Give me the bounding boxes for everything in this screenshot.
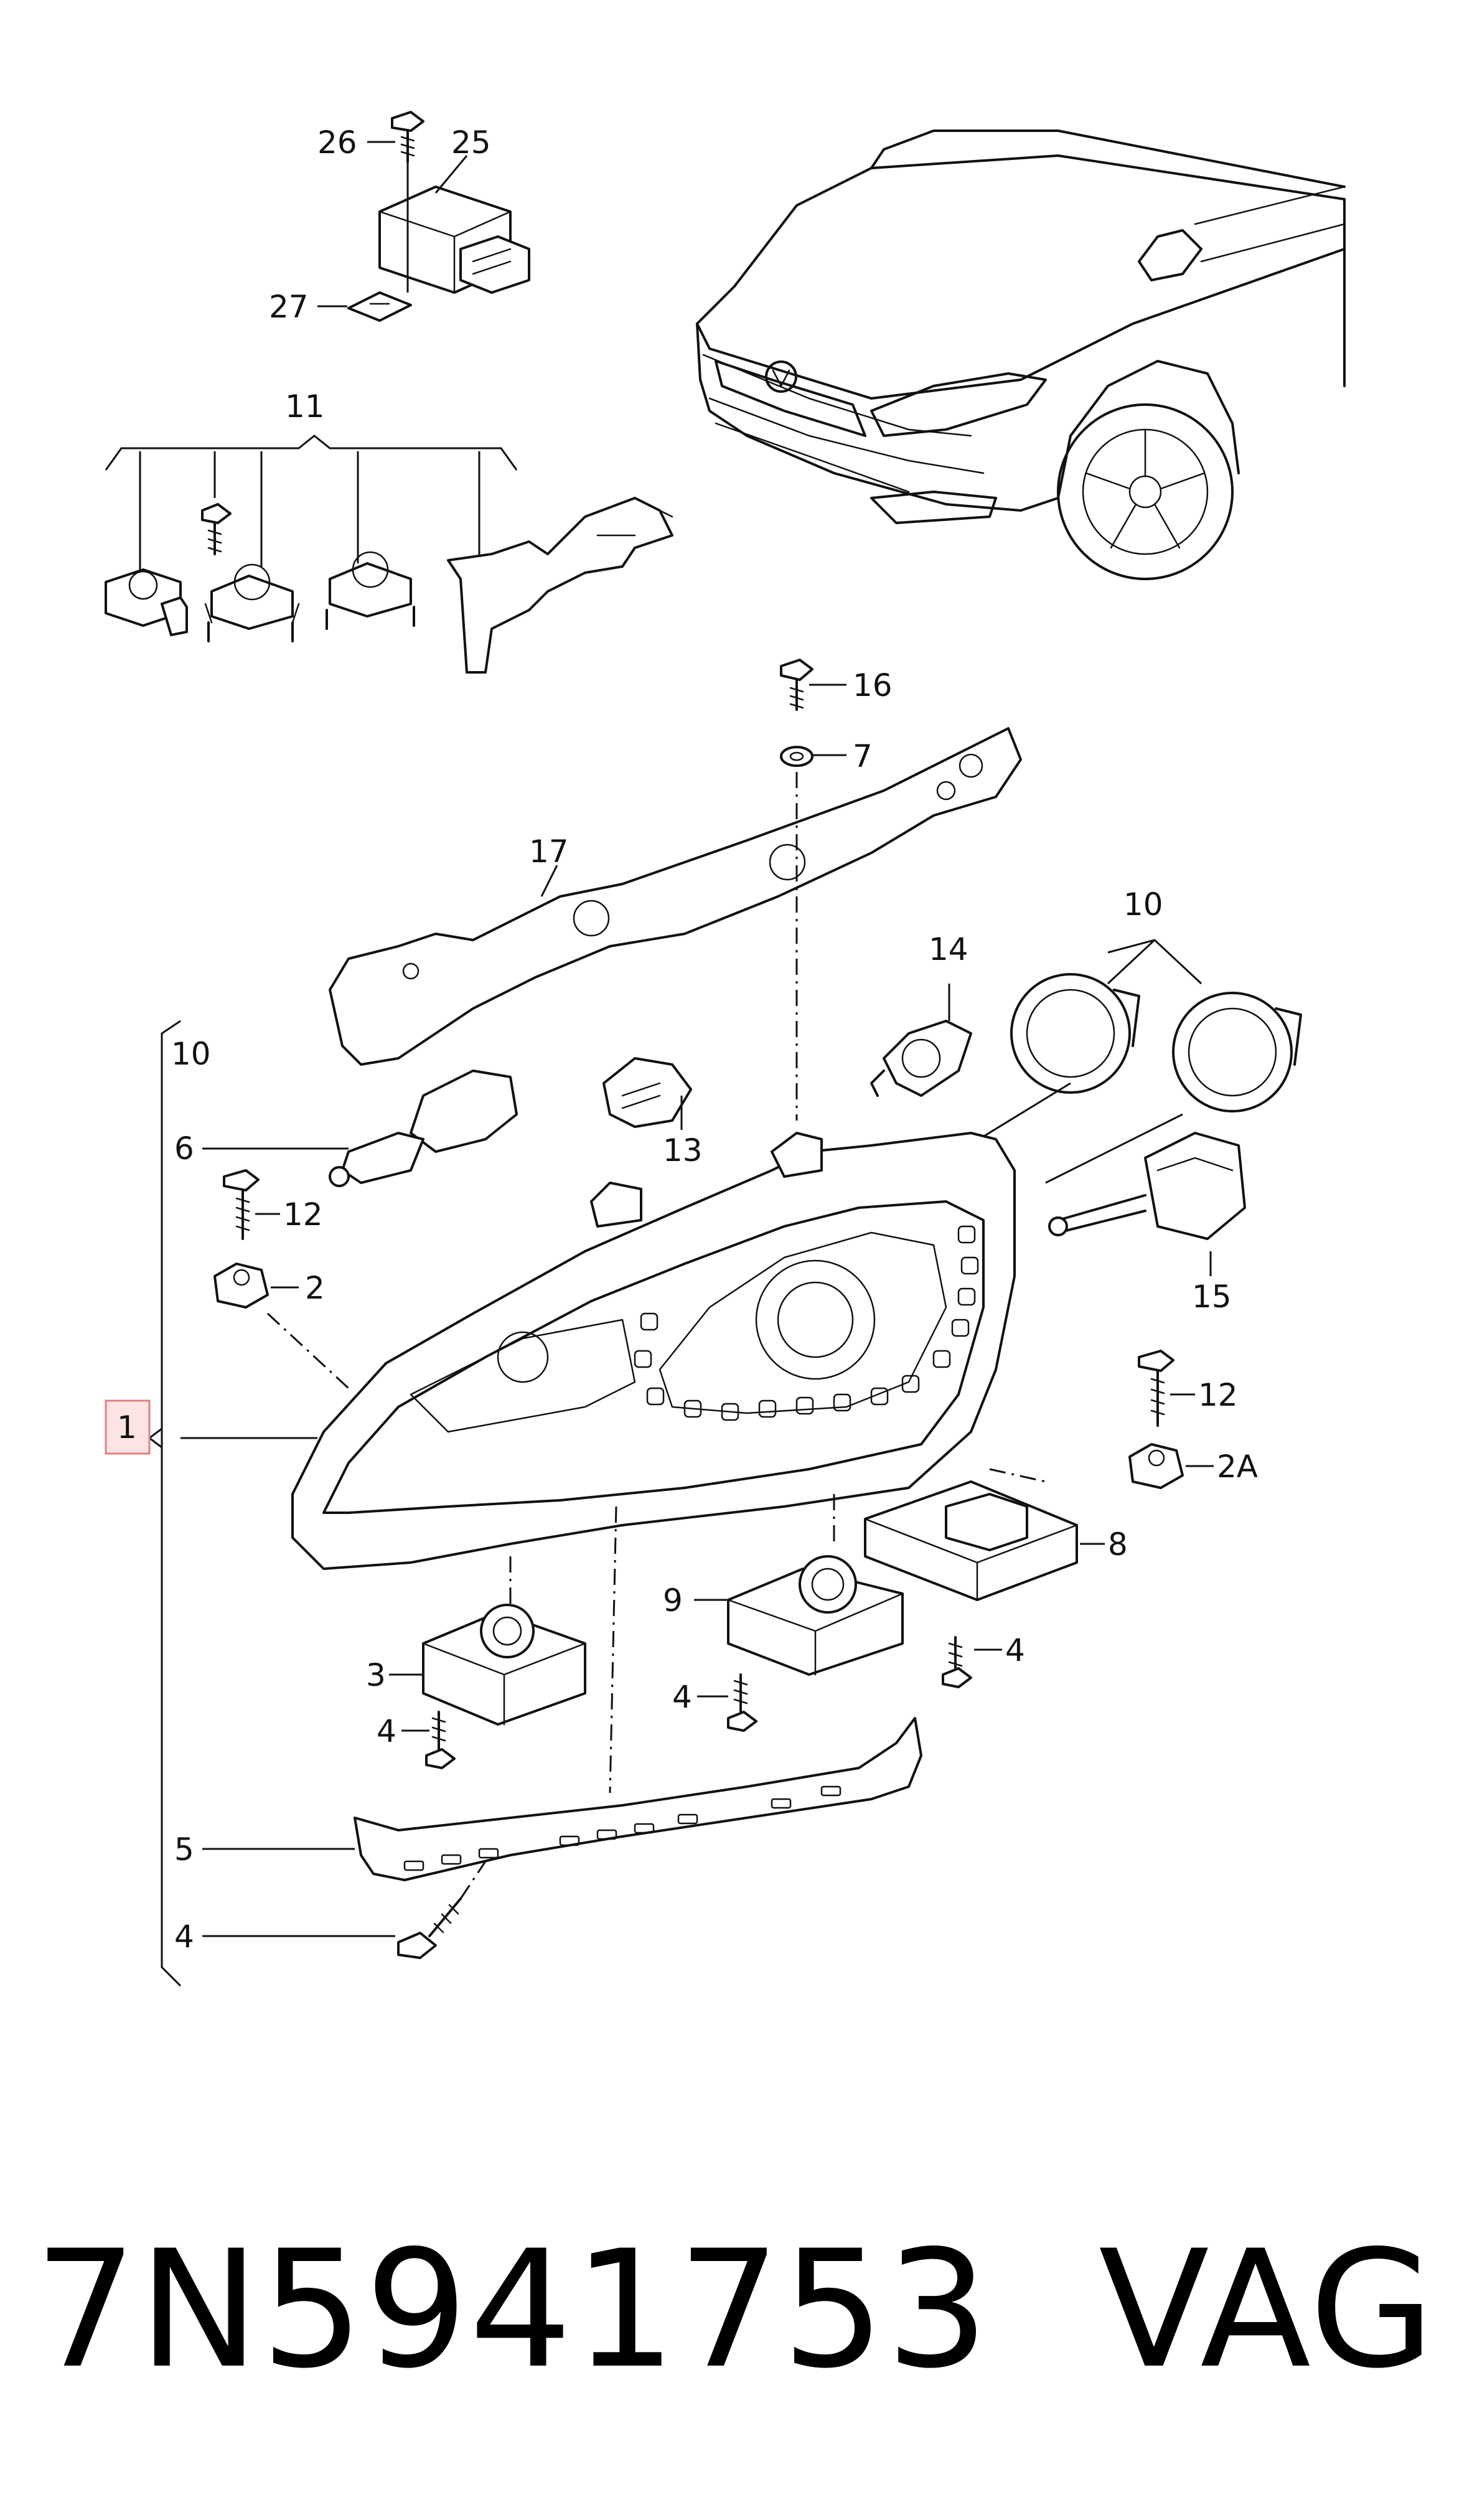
label-12-left: 12 xyxy=(283,1197,323,1233)
bracket-17 xyxy=(329,727,1022,1066)
screw-12-left xyxy=(223,1169,260,1240)
label-26: 26 xyxy=(317,125,357,161)
control-module-25 xyxy=(378,186,530,294)
brand-name: VAG xyxy=(1099,2216,1436,2404)
label-10-caps: 10 xyxy=(1123,886,1163,923)
label-14: 14 xyxy=(929,931,968,967)
bulb-14 xyxy=(870,1020,972,1097)
nut-27 xyxy=(347,291,412,322)
screw-26 xyxy=(391,111,424,293)
xenon-bulb-15 xyxy=(1048,1132,1246,1240)
label-8: 8 xyxy=(1108,1526,1128,1563)
label-2a: 2A xyxy=(1217,1449,1258,1485)
label-7: 7 xyxy=(853,738,873,774)
part-number: 7N5941753 xyxy=(34,2216,990,2404)
highlight-part-1-box xyxy=(105,1399,151,1455)
screw-16 xyxy=(780,659,813,711)
label-4-d: 4 xyxy=(174,1919,194,1955)
label-17: 17 xyxy=(529,834,569,870)
vehicle-front-illustration xyxy=(696,129,1346,580)
screw-4-d xyxy=(397,1897,462,1959)
clip-2 xyxy=(213,1262,269,1309)
clip-2a xyxy=(1128,1443,1184,1489)
label-11: 11 xyxy=(285,388,325,425)
ballast-3 xyxy=(422,1604,586,1726)
seal-cap-10a xyxy=(1010,973,1140,1094)
label-16: 16 xyxy=(853,667,893,703)
label-3: 3 xyxy=(366,1657,386,1693)
headlamp-housing-1 xyxy=(291,1132,1016,1570)
washer-7 xyxy=(780,746,813,767)
seal-cap-10b xyxy=(1172,992,1302,1112)
label-5: 5 xyxy=(174,1831,194,1868)
label-2: 2 xyxy=(305,1270,325,1306)
label-13: 13 xyxy=(663,1132,703,1168)
label-4-a: 4 xyxy=(1005,1632,1025,1668)
label-12-right: 12 xyxy=(1198,1377,1238,1413)
label-15: 15 xyxy=(1192,1279,1232,1315)
label-4-b: 4 xyxy=(672,1679,692,1715)
trim-strip-5 xyxy=(354,1717,922,1881)
label-25: 25 xyxy=(451,125,491,161)
control-unit-8 xyxy=(864,1480,1078,1601)
label-6: 6 xyxy=(174,1131,194,1167)
bulb-socket-6 xyxy=(329,1070,518,1187)
label-27: 27 xyxy=(269,289,309,325)
label-4-c: 4 xyxy=(377,1713,396,1749)
label-9: 9 xyxy=(663,1582,683,1619)
screw-4-a xyxy=(942,1636,972,1688)
ballast-9 xyxy=(727,1555,904,1676)
label-1: 1 xyxy=(117,1409,137,1446)
screw-12-right xyxy=(1138,1350,1174,1427)
screw-4-b xyxy=(727,1673,757,1732)
bulb-13 xyxy=(602,1057,692,1128)
screw-4-c xyxy=(425,1711,456,1769)
label-10-group: 10 xyxy=(171,1036,211,1072)
bracket-group-11 xyxy=(105,435,673,674)
